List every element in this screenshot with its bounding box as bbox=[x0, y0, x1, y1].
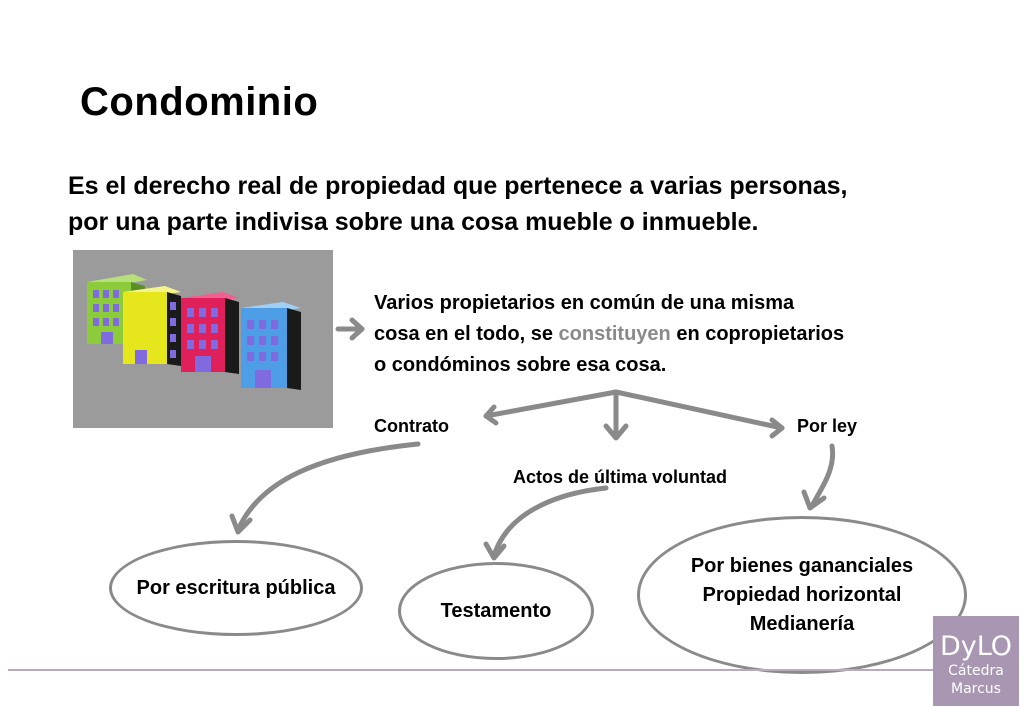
description-line-1: Varios propietarios en común de una mism… bbox=[374, 292, 795, 314]
description-line-2: cosa en el todo, se constituyen en copro… bbox=[374, 319, 974, 350]
buildings-illustration bbox=[87, 274, 301, 390]
arrow-ley-to-results bbox=[809, 443, 836, 509]
definition-text: Es el derecho real de propiedad que pert… bbox=[68, 168, 988, 240]
definition-line-1: Es el derecho real de propiedad que pert… bbox=[68, 172, 848, 200]
logo-line-3: Marcus bbox=[951, 681, 1001, 697]
description-line-2-start: cosa en el todo, se bbox=[374, 323, 559, 345]
highlighted-word: constituyen bbox=[558, 323, 671, 345]
description-text: Varios propietarios en común de una mism… bbox=[374, 288, 974, 381]
logo-line-2: Cátedra bbox=[948, 663, 1004, 679]
branch-por-ley: Por ley bbox=[797, 416, 858, 436]
arrow-to-contrato bbox=[483, 389, 619, 419]
result-escritura: Por escritura pública bbox=[109, 540, 363, 636]
buildings-image bbox=[73, 250, 333, 428]
slide-title: Condominio bbox=[80, 80, 319, 124]
result-ley-item-3: Medianería bbox=[749, 612, 855, 635]
result-testamento: Testamento bbox=[398, 562, 594, 660]
arrow-contrato-to-escritura bbox=[235, 441, 421, 533]
result-ley-item-2: Propiedad horizontal bbox=[702, 583, 902, 606]
result-escritura-label: Por escritura pública bbox=[136, 576, 336, 599]
result-testamento-label: Testamento bbox=[440, 599, 552, 622]
arrow-to-por-ley bbox=[613, 389, 785, 431]
branch-actos: Actos de última voluntad bbox=[513, 467, 728, 487]
logo-line-1: DyLO bbox=[939, 631, 1013, 662]
definition-line-2: por una parte indivisa sobre una cosa mu… bbox=[68, 208, 759, 236]
footer-divider bbox=[8, 669, 933, 671]
result-por-ley-list: Por bienes gananciales Propiedad horizon… bbox=[691, 552, 913, 639]
description-line-3: o condóminos sobre esa cosa. bbox=[374, 354, 667, 376]
branch-contrato: Contrato bbox=[374, 416, 449, 436]
result-por-ley: Por bienes gananciales Propiedad horizon… bbox=[637, 516, 967, 674]
result-ley-item-1: Por bienes gananciales bbox=[690, 554, 914, 577]
description-line-2-end: en copropietarios bbox=[670, 323, 845, 345]
dylo-logo: DyLO Cátedra Marcus bbox=[933, 616, 1019, 706]
arrow-actos-to-testamento bbox=[491, 485, 609, 559]
